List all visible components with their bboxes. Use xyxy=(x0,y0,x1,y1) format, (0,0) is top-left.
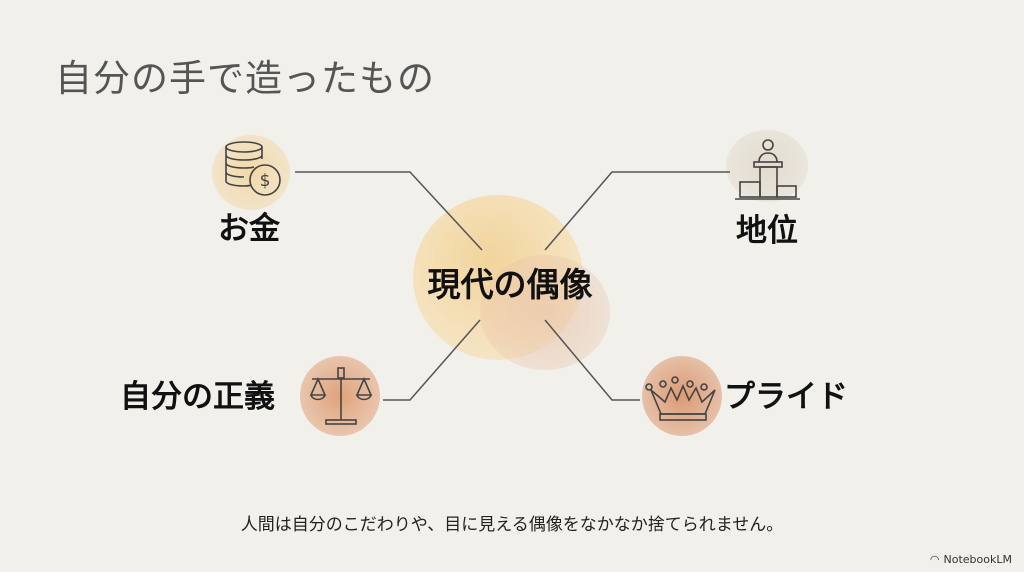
footer-caption: 人間は自分のこだわりや、目に見える偶像をなかなか捨てられません。 xyxy=(240,515,784,535)
svg-text:$: $ xyxy=(260,171,271,191)
brand-name: NotebookLM xyxy=(943,553,1012,566)
node-label-justice: 自分の正義 xyxy=(120,379,275,415)
slide-title: 自分の手で造ったもの xyxy=(55,57,435,100)
money-blob xyxy=(212,135,290,210)
node-label-pride: プライド xyxy=(724,379,848,415)
center-label: 現代の偶像 xyxy=(427,265,593,304)
connector-pride xyxy=(544,319,640,401)
connector-status xyxy=(544,171,730,251)
node-label-money: お金 xyxy=(218,211,280,247)
crown-icon xyxy=(645,376,716,421)
center-watercolor-blob-2 xyxy=(480,255,610,370)
brand-watermark: ◠ NotebookLM xyxy=(930,553,1012,566)
connector-money xyxy=(295,171,483,251)
coins-dollar-icon: $ xyxy=(225,141,281,196)
node-label-status: 地位 xyxy=(736,213,798,249)
scales-icon xyxy=(309,367,373,425)
connector-justice xyxy=(383,319,481,401)
podium-speaker-icon xyxy=(735,139,800,200)
notebooklm-logo-icon: ◠ xyxy=(929,553,940,566)
justice-blob xyxy=(300,356,380,436)
